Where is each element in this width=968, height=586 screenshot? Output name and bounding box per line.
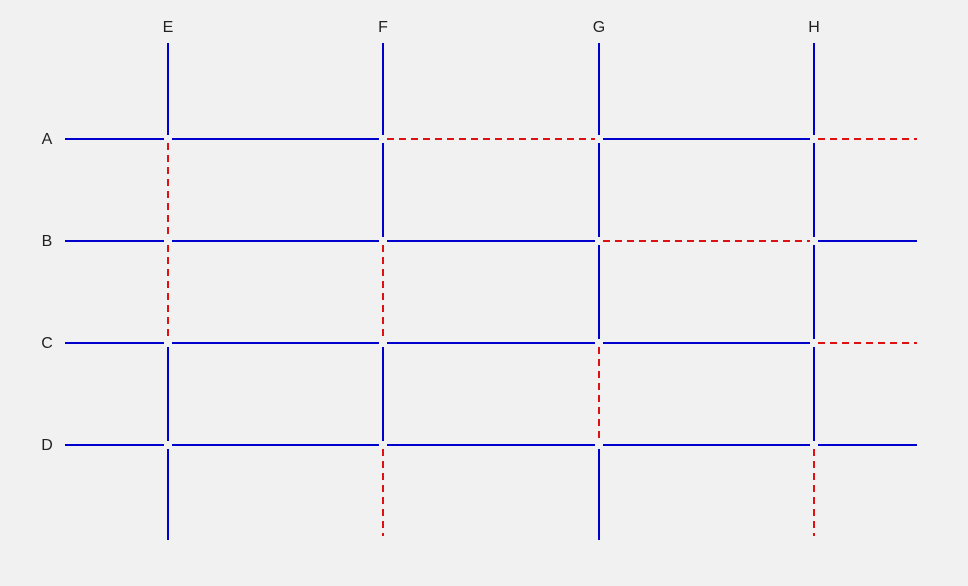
column-label-g: G xyxy=(593,19,605,36)
row-label-b: B xyxy=(42,233,53,250)
column-label-f: F xyxy=(378,19,388,36)
column-labels: E F G H xyxy=(163,19,820,36)
column-label-e: E xyxy=(163,19,174,36)
row-label-d: D xyxy=(41,437,53,454)
column-label-h: H xyxy=(808,19,820,36)
grid-segments xyxy=(65,43,917,540)
row-label-a: A xyxy=(42,131,53,148)
row-labels: A B C D xyxy=(41,131,53,454)
row-label-c: C xyxy=(41,335,53,352)
